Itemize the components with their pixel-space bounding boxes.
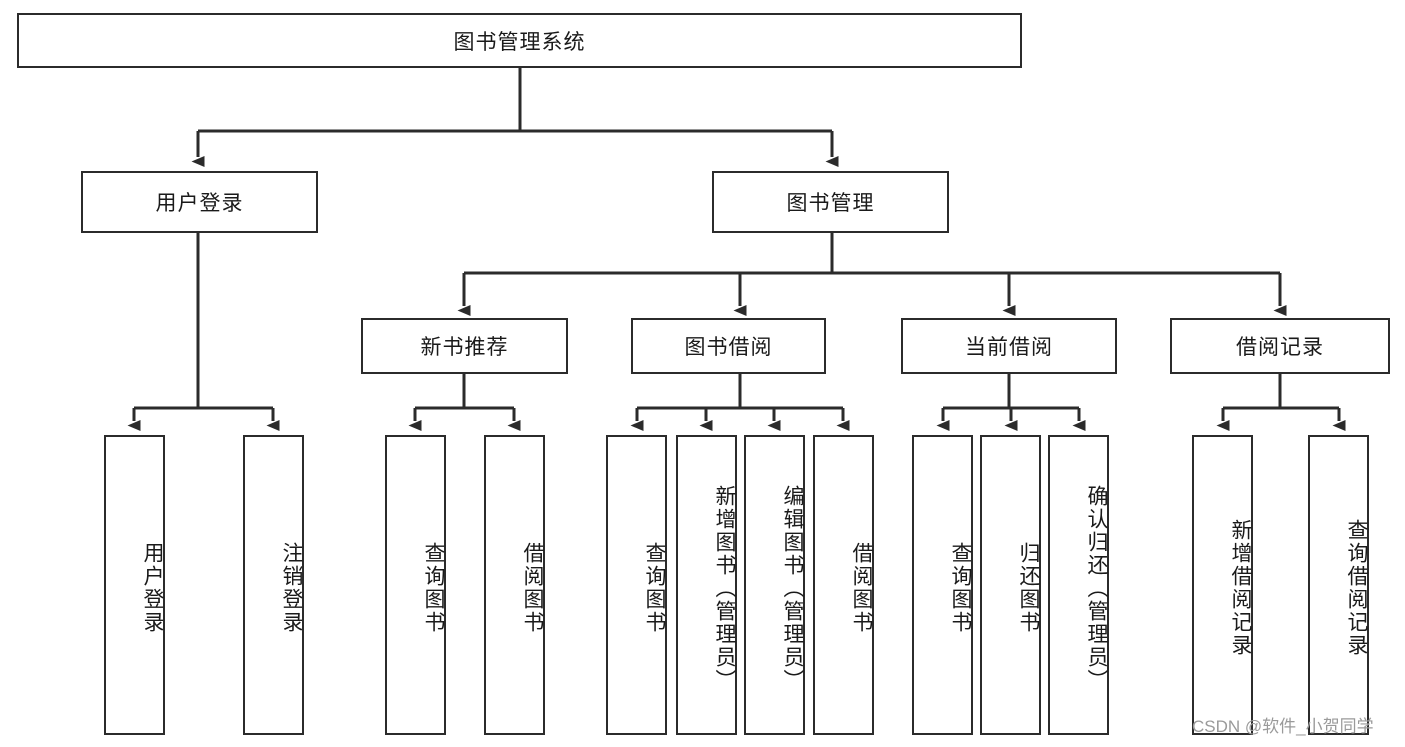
node-root-label: 图书管理系统 (453, 30, 586, 54)
node-user-login[interactable]: 用户登录 (81, 171, 318, 233)
leaf-current-borrow-2[interactable]: 归还图书 (980, 435, 1041, 735)
leaf-book-borrow-1-label: 查询图书 (643, 542, 666, 634)
node-book-borrow-label: 图书借阅 (684, 336, 773, 359)
leaf-new-book-2-label: 借阅图书 (521, 542, 544, 634)
leaf-user-login-2-label: 注销登录 (280, 542, 303, 634)
leaf-user-login-2[interactable]: 注销登录 (243, 435, 304, 735)
leaf-new-book-2[interactable]: 借阅图书 (484, 435, 545, 735)
leaf-current-borrow-1[interactable]: 查询图书 (912, 435, 973, 735)
leaf-book-borrow-2[interactable]: 新增图书（管理员） (676, 435, 737, 735)
leaf-new-book-1[interactable]: 查询图书 (385, 435, 446, 735)
leaf-book-borrow-4[interactable]: 借阅图书 (813, 435, 874, 735)
node-book-borrow[interactable]: 图书借阅 (631, 318, 826, 374)
node-root[interactable]: 图书管理系统 (17, 13, 1022, 68)
leaf-new-book-1-label: 查询图书 (422, 542, 445, 634)
leaf-borrow-record-1[interactable]: 新增借阅记录 (1192, 435, 1253, 735)
node-book-management-label: 图书管理 (786, 192, 875, 215)
leaf-borrow-record-1-label: 新增借阅记录 (1229, 519, 1252, 657)
leaf-book-borrow-2-label: 新增图书（管理员） (713, 484, 736, 692)
node-borrow-record[interactable]: 借阅记录 (1170, 318, 1390, 374)
node-user-login-label: 用户登录 (155, 192, 244, 215)
node-book-management[interactable]: 图书管理 (712, 171, 949, 233)
leaf-book-borrow-1[interactable]: 查询图书 (606, 435, 667, 735)
leaf-book-borrow-4-label: 借阅图书 (850, 542, 873, 634)
leaf-user-login-1[interactable]: 用户登录 (104, 435, 165, 735)
node-new-book-recommend-label: 新书推荐 (420, 336, 509, 359)
leaf-borrow-record-2[interactable]: 查询借阅记录 (1308, 435, 1369, 735)
leaf-current-borrow-3[interactable]: 确认归还（管理员） (1048, 435, 1109, 735)
leaf-book-borrow-3[interactable]: 编辑图书（管理员） (744, 435, 805, 735)
leaf-current-borrow-2-label: 归还图书 (1017, 542, 1040, 634)
leaf-current-borrow-3-label: 确认归还（管理员） (1085, 484, 1108, 692)
edges (127, 68, 1346, 431)
node-current-borrow-label: 当前借阅 (965, 336, 1053, 359)
leaf-book-borrow-3-label: 编辑图书（管理员） (781, 484, 804, 692)
node-current-borrow[interactable]: 当前借阅 (901, 318, 1117, 374)
node-new-book-recommend[interactable]: 新书推荐 (361, 318, 568, 374)
node-borrow-record-label: 借阅记录 (1236, 336, 1324, 359)
leaf-user-login-1-label: 用户登录 (141, 542, 164, 634)
leaf-borrow-record-2-label: 查询借阅记录 (1345, 519, 1368, 657)
leaf-current-borrow-1-label: 查询图书 (949, 542, 972, 634)
